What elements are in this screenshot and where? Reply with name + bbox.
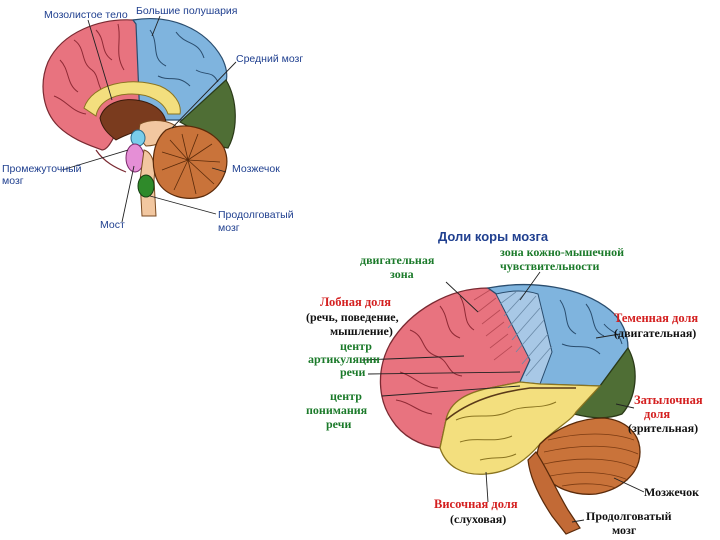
label-occipital-line2: доля xyxy=(644,407,670,421)
frontal-sulci xyxy=(395,295,475,415)
label-frontal-desc-line2: мышление) xyxy=(330,324,393,338)
label-frontal-lobe: Лобная доля xyxy=(320,295,391,309)
label-diencephalon-line2: мозг xyxy=(2,175,24,187)
lateral-brainstem xyxy=(527,451,581,535)
sagittal-pointers xyxy=(61,15,237,223)
label-midbrain: Средний мозг xyxy=(236,53,303,65)
cerebellum-folia-lateral xyxy=(543,433,639,489)
cerebellum-folia xyxy=(161,133,221,195)
pituitary-blue-shape xyxy=(130,129,146,147)
label-lateral-medulla-line1: Продолговатый xyxy=(586,509,672,523)
medulla-shape xyxy=(137,174,155,198)
label-medulla-line2: мозг xyxy=(218,222,240,234)
label-hemispheres: Большие полушария xyxy=(136,5,237,17)
label-parietal-lobe: Теменная доля xyxy=(614,311,698,325)
label-speech-center-line2: артикуляции xyxy=(308,352,380,366)
label-frontal-desc-line1: (речь, поведение, xyxy=(306,310,399,324)
somatosensory-hatching xyxy=(499,291,553,377)
label-comprehension-line3: речи xyxy=(326,417,351,431)
label-parietal-desc: (двигательная) xyxy=(614,326,696,340)
label-occipital-desc: (зрительная) xyxy=(628,421,698,435)
label-speech-center-line1: центр xyxy=(340,339,372,353)
frontal-lower-edge xyxy=(95,149,127,173)
lateral-sulcus xyxy=(445,387,576,421)
label-motor-zone-line1: двигательная xyxy=(360,253,435,267)
label-somato-line1: зона кожно-мышечной xyxy=(500,245,624,259)
sagittal-sulci xyxy=(53,23,219,115)
label-somato-line2: чувствительности xyxy=(500,259,599,273)
label-temporal-desc: (слуховая) xyxy=(450,512,506,526)
label-corpus-callosum: Мозолистое тело xyxy=(44,9,128,21)
sagittal-brain xyxy=(42,18,236,217)
lobes-title: Доли коры мозга xyxy=(438,229,549,244)
label-temporal-lobe: Височная доля xyxy=(434,497,518,511)
label-medulla-line1: Продолговатый xyxy=(218,209,294,221)
corpus-callosum-shape xyxy=(83,81,181,117)
occipital-lobe xyxy=(572,346,636,419)
label-sagittal-cerebellum: Мозжечок xyxy=(232,163,280,175)
motor-hatching xyxy=(473,289,513,361)
label-lateral-cerebellum: Мозжечок xyxy=(644,485,699,499)
lobes-pointers xyxy=(361,271,645,523)
label-occipital-line1: Затылочная xyxy=(634,393,703,407)
label-lateral-medulla-line2: мозг xyxy=(612,523,637,537)
temporal-sulci xyxy=(455,401,557,461)
parietal-sulci xyxy=(559,299,623,355)
label-comprehension-line1: центр xyxy=(330,389,362,403)
label-comprehension-line2: понимания xyxy=(306,403,368,417)
label-motor-zone-line2: зона xyxy=(390,267,414,281)
lateral-brain xyxy=(379,284,641,535)
label-diencephalon-line1: Промежуточный xyxy=(2,163,82,175)
label-speech-center-line3: речи xyxy=(340,365,365,379)
label-pons: Мост xyxy=(100,219,125,231)
